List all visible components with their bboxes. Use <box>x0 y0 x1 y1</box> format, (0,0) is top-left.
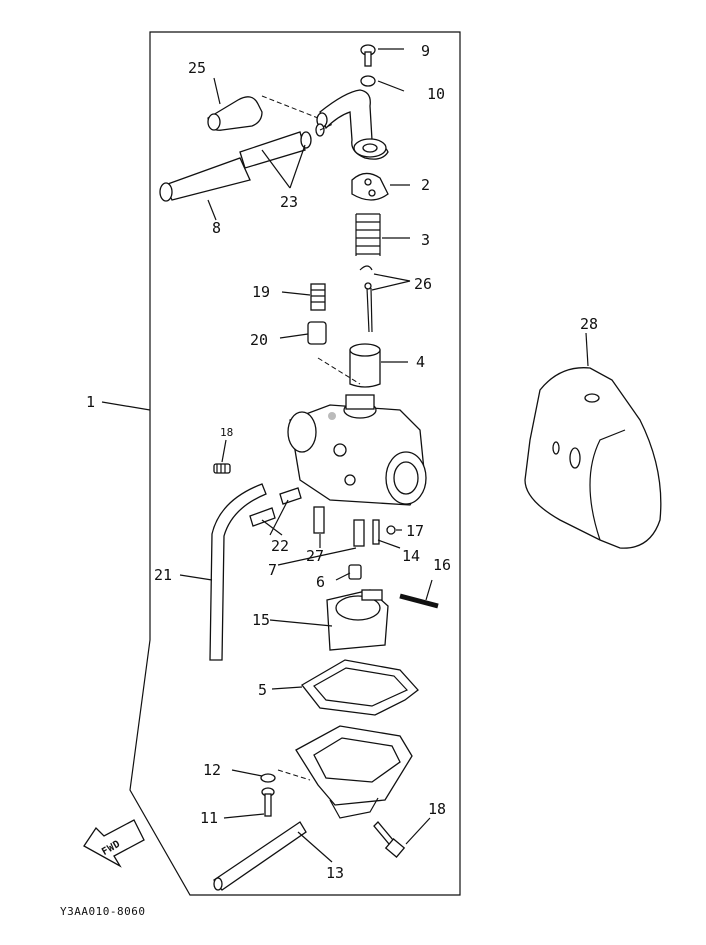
callout-27: 27 <box>306 547 324 565</box>
part-25-cap <box>207 96 263 131</box>
callout-8: 8 <box>212 219 221 237</box>
callout-21: 21 <box>154 566 172 584</box>
callout-9: 9 <box>421 42 430 60</box>
assembly-outline <box>129 31 461 896</box>
callout-12: 12 <box>203 761 221 779</box>
callout-5: 5 <box>258 681 267 699</box>
carburetor-body <box>287 394 427 506</box>
part-3-spring <box>355 213 381 256</box>
figure-code: Y3AA010-8060 <box>60 905 145 918</box>
part-20-nut <box>307 321 327 345</box>
part-4-throttle-valve <box>349 343 381 388</box>
part-15-float <box>326 589 389 651</box>
part-16-pin <box>399 593 439 609</box>
callout-25: 25 <box>188 59 206 77</box>
leader-lines <box>101 48 589 863</box>
callout-17: 17 <box>406 522 424 540</box>
callout-1: 1 <box>86 393 95 411</box>
part-12-washer <box>260 773 276 783</box>
part-7-jet <box>353 519 365 547</box>
callout-13: 13 <box>326 864 344 882</box>
part-11-screw <box>261 787 275 817</box>
callout-14: 14 <box>402 547 420 565</box>
callout-labels: 9 10 25 2 23 8 3 26 19 28 20 4 1 18 17 2… <box>86 42 598 882</box>
part-27-jet <box>313 506 325 534</box>
callout-20: 20 <box>250 331 268 349</box>
callout-10: 10 <box>427 85 445 103</box>
callout-22: 22 <box>271 537 289 555</box>
part-6-jet <box>348 564 362 580</box>
part-19-screw <box>310 283 326 311</box>
part-21-tube <box>209 483 267 661</box>
callout-19: 19 <box>252 283 270 301</box>
part-2-plate <box>351 172 389 201</box>
callout-26: 26 <box>414 275 432 293</box>
callout-28: 28 <box>580 315 598 333</box>
callout-16: 16 <box>433 556 451 574</box>
part-14-needle-valve <box>372 519 380 545</box>
callout-4: 4 <box>416 353 425 371</box>
part-23-pipe <box>239 123 325 169</box>
part-22-screws <box>249 487 302 527</box>
callout-3: 3 <box>421 231 430 249</box>
part-9-screw <box>360 44 376 67</box>
callout-23: 23 <box>280 193 298 211</box>
part-18-screw-upper <box>213 463 231 474</box>
part-18-screw-lower <box>373 821 406 859</box>
part-28-cover <box>524 367 662 549</box>
part-10-washer <box>360 75 376 87</box>
callout-18-upper: 18 <box>220 426 233 439</box>
callout-15: 15 <box>252 611 270 629</box>
part-13-drain-hose <box>213 821 307 891</box>
fwd-arrow-icon: FWD <box>83 819 145 868</box>
callout-6: 6 <box>316 573 325 591</box>
part-breather-elbow <box>316 89 389 160</box>
callout-2: 2 <box>421 176 430 194</box>
part-8-hose <box>159 157 251 202</box>
callout-11: 11 <box>200 809 218 827</box>
callout-7: 7 <box>268 561 277 579</box>
part-17-screw <box>386 525 396 535</box>
part-26-needle <box>359 265 373 333</box>
float-bowl <box>295 725 413 819</box>
part-5-gasket <box>301 659 419 716</box>
callout-18-lower: 18 <box>428 800 446 818</box>
